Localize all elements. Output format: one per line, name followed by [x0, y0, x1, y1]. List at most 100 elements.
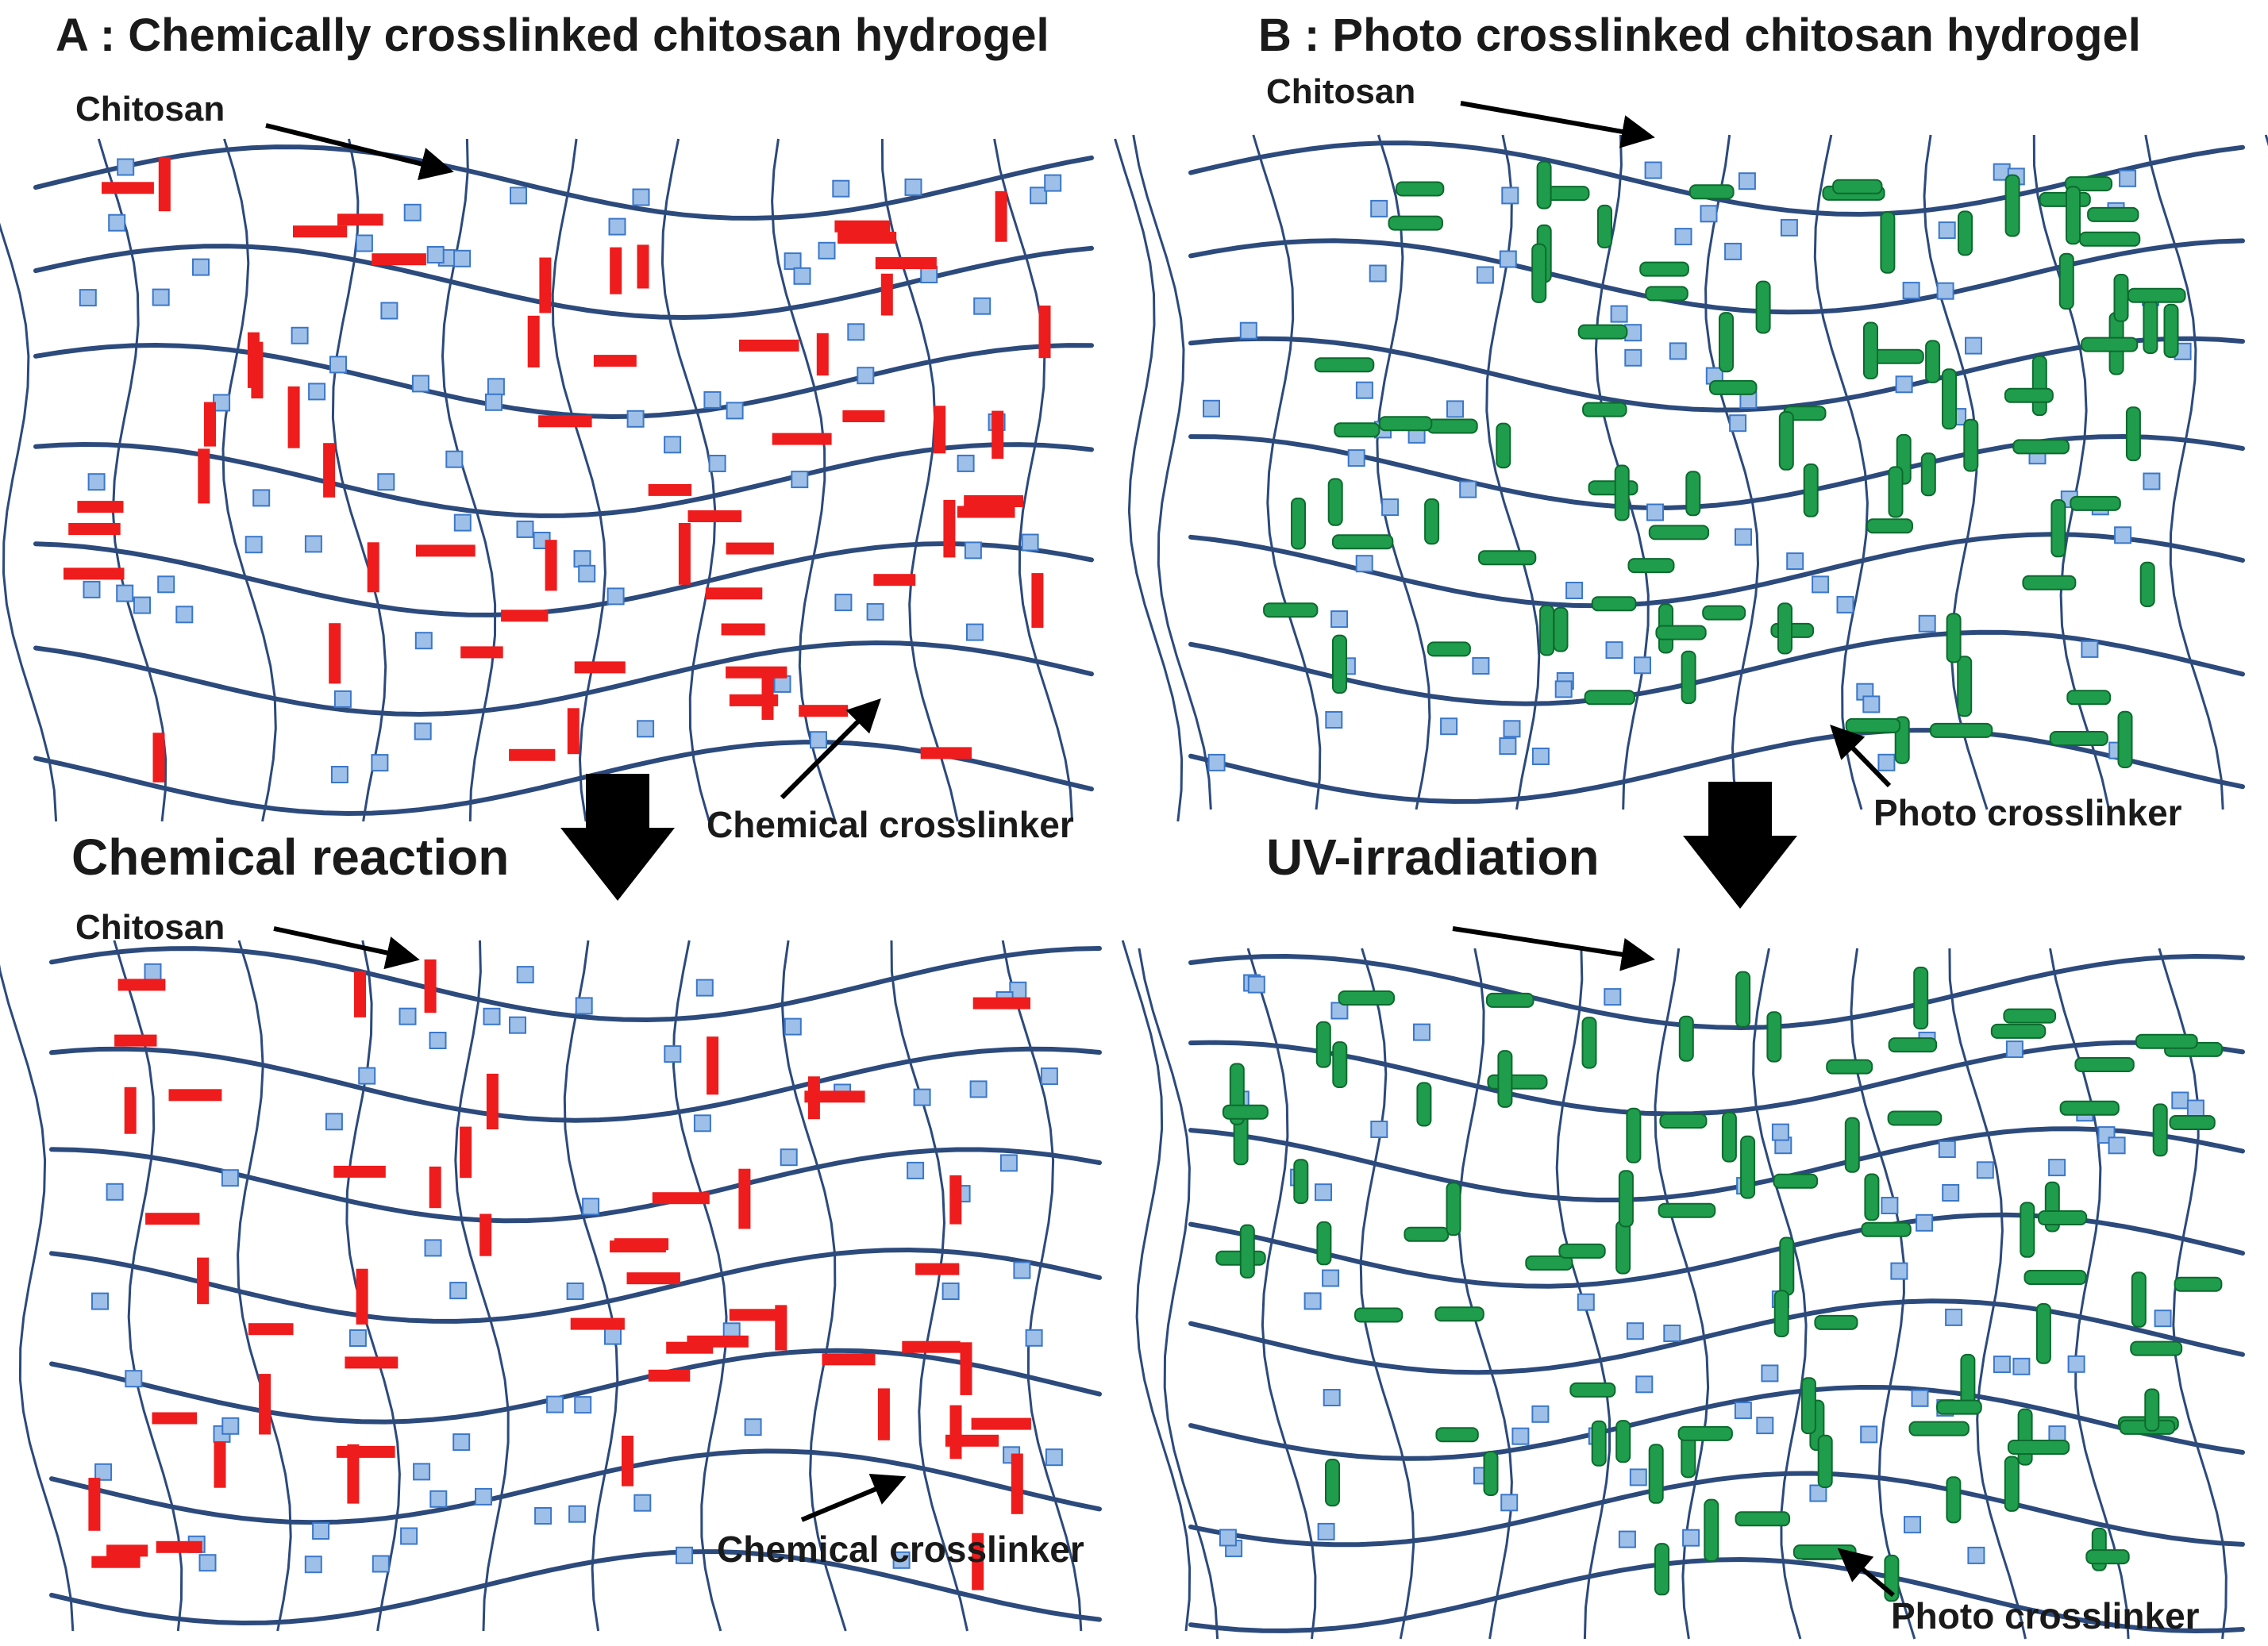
particle: [380, 302, 399, 320]
chemical-crosslinker: [807, 1076, 820, 1120]
particle: [1503, 720, 1521, 738]
particle: [1355, 555, 1373, 573]
panel-b-top-chitosan-arrow: [1460, 101, 1655, 148]
particle: [329, 356, 347, 374]
particle: [175, 606, 194, 624]
photo-crosslinker: [1866, 518, 1914, 534]
particle: [664, 436, 682, 454]
chemical-crosslinker: [345, 1356, 399, 1369]
particle: [2154, 1309, 2172, 1328]
photo-crosslinker: [2039, 191, 2091, 207]
chitosan-chain: [33, 342, 1094, 420]
chitosan-chain-vertical: [331, 138, 387, 822]
photo-crosslinker: [1588, 480, 1638, 496]
photo-crosslinker: [2127, 287, 2186, 303]
photo-crosslinker: [1817, 1434, 1833, 1488]
photo-crosslinker: [1779, 1236, 1795, 1296]
photo-crosslinker: [1735, 971, 1751, 1028]
chemical-crosslinker: [356, 1268, 368, 1325]
particle: [1674, 228, 1692, 246]
particle: [1577, 1293, 1595, 1311]
chitosan-chain-vertical: [563, 940, 619, 1632]
photo-crosslinker: [1755, 280, 1771, 334]
photo-crosslinker: [1888, 1037, 1938, 1053]
particle: [904, 178, 922, 196]
chemical-crosslinker: [934, 406, 946, 454]
chemical-crosslinker: [527, 315, 540, 367]
chemical-crosslinker: [902, 1340, 961, 1353]
photo-crosslinker: [1929, 722, 1993, 738]
particle: [818, 241, 836, 260]
panel-b-top-crosslinker-arrow: [1830, 724, 1892, 788]
particle: [312, 1522, 330, 1540]
chemical-crosslinker: [204, 402, 216, 447]
particle: [913, 1088, 931, 1106]
chemical-crosslinker: [799, 705, 849, 717]
particle: [575, 997, 593, 1015]
photo-crosslinker: [2017, 1408, 2033, 1466]
particle: [213, 394, 231, 412]
chitosan-chain-vertical: [2049, 948, 2130, 1640]
chemical-crosslinker: [156, 1540, 202, 1553]
particle: [1881, 1197, 1899, 1214]
chitosan-chain: [49, 1247, 1102, 1324]
photo-crosslinker: [1709, 379, 1758, 395]
photo-crosslinker: [1332, 1041, 1348, 1088]
chemical-crosslinker: [648, 483, 692, 496]
particle: [133, 596, 151, 614]
panel-b-top-crosslinker-label: Photo crosslinker: [1873, 792, 2182, 833]
panel-b-top-chitosan-label: Chitosan: [1266, 72, 1415, 111]
particle: [1472, 657, 1490, 675]
chemical-crosslinker: [610, 247, 622, 294]
chitosan-chain: [33, 540, 1094, 617]
chemical-crosslinker: [971, 1417, 1031, 1430]
photo-crosslinker: [1584, 690, 1635, 706]
chemical-crosslinker: [91, 1556, 141, 1568]
photo-crosslinker: [1316, 1221, 1332, 1266]
particle: [1735, 528, 1752, 546]
particle: [79, 289, 97, 307]
chemical-crosslinker: [479, 1213, 492, 1256]
particle: [866, 602, 884, 621]
particle: [1040, 1067, 1058, 1086]
photo-crosslinker: [1614, 464, 1630, 521]
particle: [999, 1154, 1018, 1172]
photo-crosslinker: [1990, 1023, 2047, 1039]
panel-b-bottom-chitosan-arrow: [1452, 926, 1655, 971]
photo-crosslinker: [1424, 498, 1440, 545]
particle: [1836, 595, 1854, 613]
particle: [333, 690, 352, 708]
chitosan-chain: [33, 144, 1094, 221]
chemical-crosslinker: [197, 1257, 210, 1305]
chitosan-chain-vertical: [454, 940, 510, 1632]
photo-crosslinker: [1291, 498, 1306, 550]
photo-crosslinker: [1880, 211, 1896, 274]
particle: [152, 288, 170, 306]
photo-crosslinker: [1740, 1135, 1756, 1199]
particle: [726, 402, 744, 420]
particle: [810, 731, 827, 749]
chemical-crosslinker: [336, 1445, 395, 1458]
particle: [791, 471, 809, 489]
photo-crosslinker: [2049, 731, 2108, 746]
chemical-crosslinker: [729, 1309, 780, 1321]
chitosan-chain-vertical: [780, 940, 847, 1632]
photo-crosslinker: [1920, 452, 1936, 497]
particle: [87, 473, 106, 491]
chitosan-chain: [49, 1348, 1102, 1425]
chemical-crosslinker: [1031, 573, 1044, 629]
photo-crosslinker: [1685, 471, 1701, 517]
chitosan-chain: [1188, 238, 2245, 315]
photo-crosslinker: [1963, 418, 1979, 472]
chitosan-chain-vertical: [345, 940, 401, 1632]
particle: [330, 766, 348, 783]
particle: [1626, 1322, 1644, 1340]
chitosan-chain-vertical: [1359, 948, 1415, 1640]
particle: [1203, 399, 1220, 417]
chemical-crosslinker: [687, 1335, 749, 1348]
chitosan-chain-vertical: [1001, 940, 1083, 1632]
photo-crosslinker: [2058, 252, 2074, 310]
photo-crosslinker: [1913, 967, 1929, 1030]
particle: [1967, 1546, 1985, 1564]
photo-crosslinker: [2169, 1115, 2216, 1130]
